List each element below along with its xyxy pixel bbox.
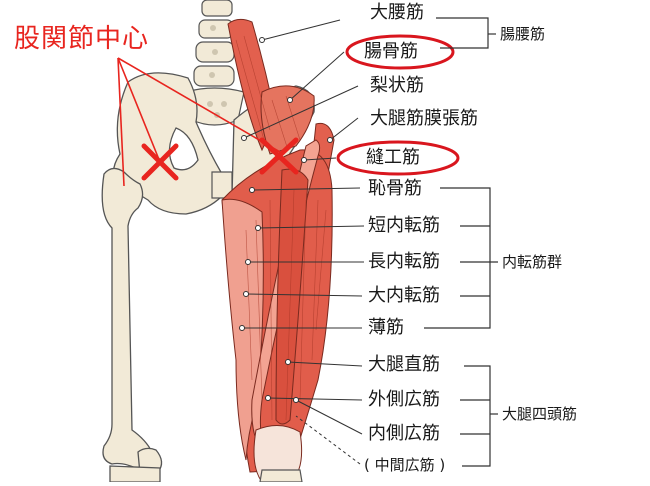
label-sartorius: 縫工筋 [366,147,420,168]
group-iliopsoas: 腸腰筋 [500,25,546,43]
label-vastus-intermedius: ( 中間広筋 ) [364,456,446,474]
thigh-muscles [221,18,335,483]
label-adductor-brevis: 短内転筋 [368,215,440,236]
label-vastus-medialis: 内側広筋 [368,423,440,444]
label-iliacus: 腸骨筋 [364,41,418,62]
label-top-cut: 大腰筋 [370,2,424,23]
x-mark-right [259,137,299,175]
label-tfl: 大腿筋膜張筋 [370,108,478,129]
femur-bone [101,167,163,483]
highlight-ovals [336,34,460,176]
group-brackets [424,17,498,467]
label-rectus-femoris: 大腿直筋 [368,354,440,375]
label-vastus-lateralis: 外側広筋 [368,389,440,410]
label-piriformis: 梨状筋 [370,75,424,96]
label-gracilis: 薄筋 [368,317,404,338]
pelvis [112,72,223,215]
leader-dots [239,37,333,403]
label-adductor-magnus: 大内転筋 [368,285,440,306]
label-adductor-longus: 長内転筋 [368,251,440,272]
iliacus-highlight [345,34,455,70]
hip-center-title: 股関節中心 [14,24,150,54]
hip-center-pointers [117,57,281,187]
group-adductors: 内転筋群 [502,253,563,271]
sartorius-highlight [336,140,460,176]
muscle-fibres [235,35,327,421]
x-mark-left [141,143,179,181]
leader-lines [242,19,365,465]
knee-bones [259,469,303,483]
label-pectineus: 恥骨筋 [368,178,422,199]
group-quadriceps: 大腿四頭筋 [502,405,578,423]
